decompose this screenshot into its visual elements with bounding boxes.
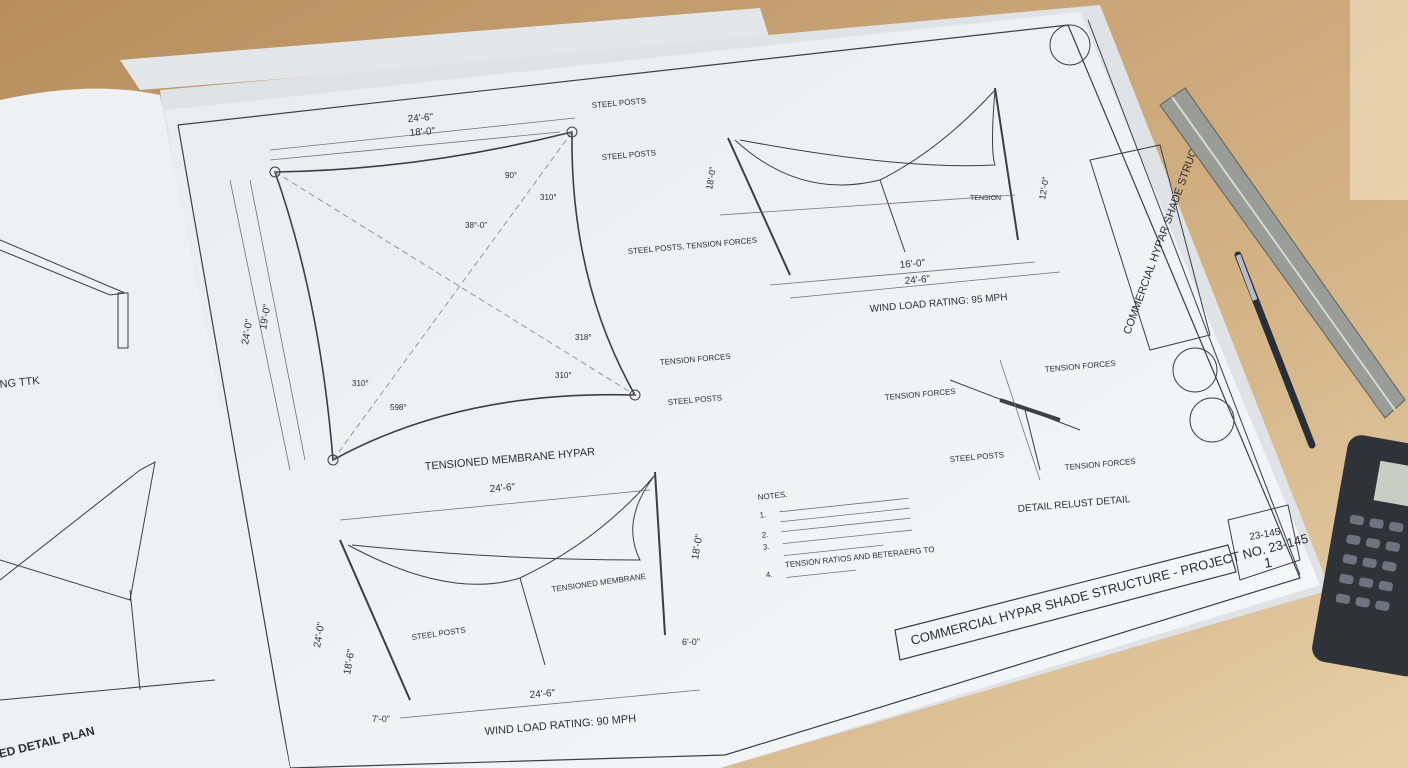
note-number: 3. bbox=[762, 542, 770, 552]
plan-view-drawing: 24'-6" 18'-0" 24'-0" 19'-0" STEEL POSTS … bbox=[229, 96, 757, 473]
note-number: 4. bbox=[765, 570, 773, 580]
stamp-seal bbox=[1049, 24, 1091, 66]
dim-left-inner: 19'-0" bbox=[258, 303, 273, 330]
angle-label: 90° bbox=[505, 171, 517, 180]
dim-left-outer: 24'-0" bbox=[312, 621, 327, 648]
angle-label: 310° bbox=[352, 379, 369, 388]
dim-post: 7'-0" bbox=[372, 714, 390, 724]
stamp-seal bbox=[1189, 397, 1235, 443]
mechanical-pencil bbox=[1234, 251, 1316, 449]
angle-label: 318° bbox=[575, 333, 592, 342]
dim-top-inner: 18'-0" bbox=[409, 126, 436, 139]
dim-left-outer: 24'-0" bbox=[240, 318, 255, 345]
dim-bottom-inner: 16'-0" bbox=[899, 258, 926, 271]
dim-bottom: 24'-6" bbox=[529, 688, 556, 701]
note-number: 2. bbox=[761, 530, 769, 540]
angle-label: 310° bbox=[540, 193, 557, 202]
calculator bbox=[1312, 435, 1408, 677]
stamp-seal bbox=[1172, 347, 1218, 393]
left-open-page: NG TTK ED DETAIL PLAN bbox=[0, 88, 290, 768]
angle-label: 598° bbox=[390, 403, 407, 412]
notes-heading: NOTES. bbox=[757, 490, 788, 502]
dim-offset: 6'-0" bbox=[682, 637, 700, 647]
dim-right: 12'-0" bbox=[1037, 176, 1051, 200]
back-sheet bbox=[120, 8, 770, 90]
dim-top-outer: 24'-6" bbox=[407, 112, 434, 125]
project-number: 23-145 bbox=[1249, 527, 1282, 543]
dim-left-inner: 18'-6" bbox=[342, 648, 357, 675]
scale-ruler bbox=[1159, 87, 1406, 419]
dim-top: 24'-6" bbox=[489, 482, 516, 495]
blueprint-sheet bbox=[165, 12, 1320, 768]
window-light bbox=[1350, 0, 1408, 200]
dim-right: 18'-0" bbox=[690, 533, 705, 560]
note-number: 1. bbox=[759, 510, 767, 520]
left-page-label: NG TTK bbox=[0, 375, 41, 391]
sheet-number: 1 bbox=[1263, 554, 1274, 571]
tension-label: TENSION bbox=[970, 195, 1001, 202]
angle-label: 310° bbox=[555, 371, 572, 380]
angle-label: 38°-0" bbox=[465, 221, 487, 230]
dim-bottom-outer: 24'-6" bbox=[904, 274, 931, 287]
dim-left: 18'-0" bbox=[704, 166, 718, 190]
